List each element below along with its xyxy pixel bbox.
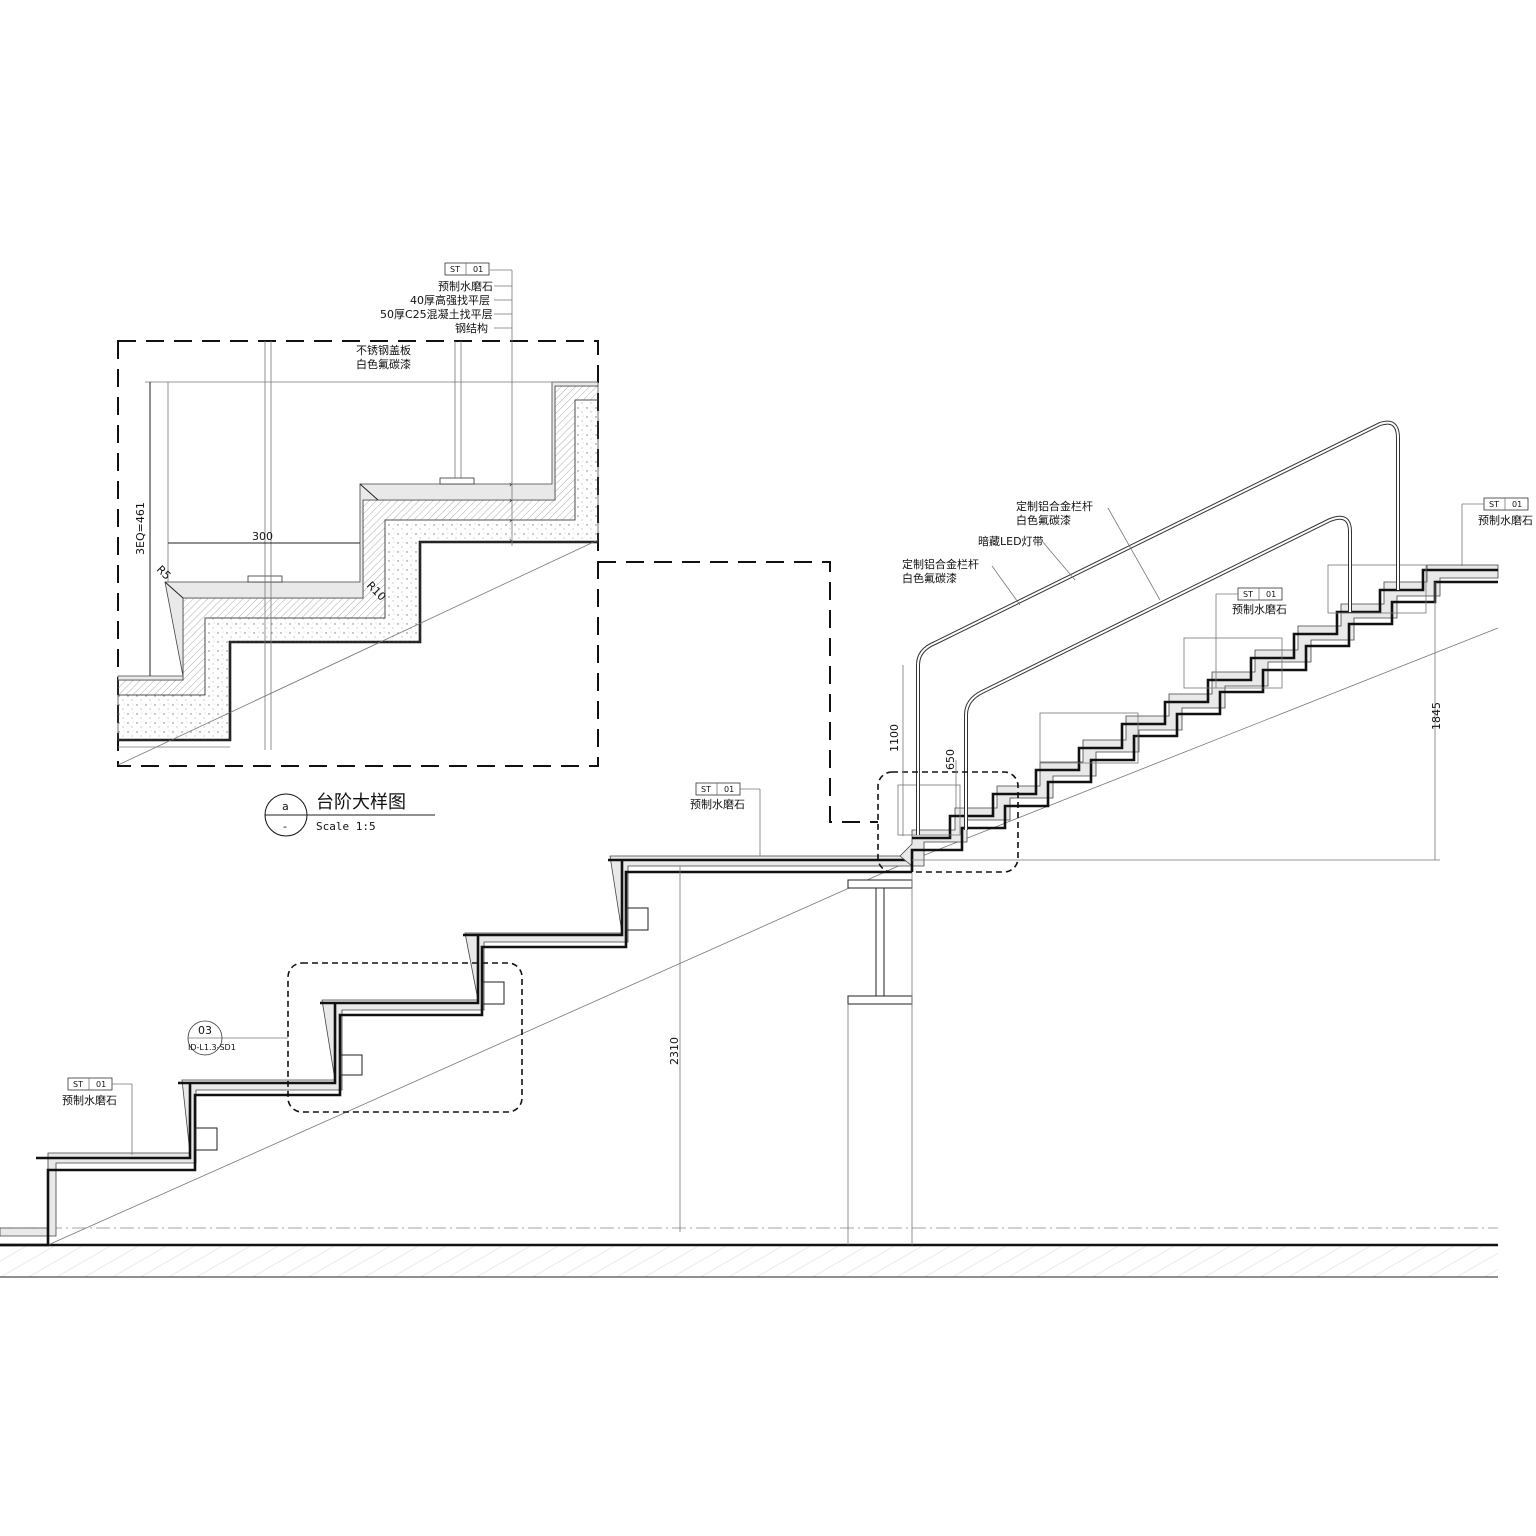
left-tag-code: ST (73, 1080, 83, 1089)
ground-hatch (0, 1245, 1498, 1277)
lower-flight-structure (0, 870, 912, 1247)
lower-riser-bracket-2 (339, 1054, 363, 1076)
ref-number: 03 (198, 1024, 212, 1037)
stair-section: 03 ID-L1.3-SD1 2310 1100 650 (0, 420, 1533, 1278)
landing-detail-callout (877, 771, 1019, 873)
landing-label: 预制水磨石 (690, 798, 745, 811)
detail-radius-small: R5 (154, 563, 174, 583)
detail-view: 3EQ=461 300 R5 R10 › › › › ST 01 预制水磨石 4… (117, 262, 599, 837)
lower-riser-bracket-3 (481, 981, 505, 1005)
upper-flight-terrazzo (899, 564, 1499, 867)
detail-title-marker-sheet: - (283, 820, 287, 833)
lower-flight-terrazzo (0, 855, 913, 1237)
steel-i-beam (847, 879, 913, 889)
detail-arrow-mark-4: › (509, 536, 512, 545)
detail-title-marker-letter: a (282, 800, 289, 813)
led-note: 暗藏LED灯带 (978, 534, 1044, 548)
rail-lower-note: 定制铝合金栏杆 (902, 557, 979, 571)
glass-panel-3 (1183, 637, 1283, 689)
rail-lower-finish: 白色氟碳漆 (902, 571, 957, 585)
lower-riser-bracket (194, 1127, 218, 1151)
detail-scale: Scale 1:5 (316, 820, 376, 833)
lower-flight-soffit (47, 859, 913, 1246)
detail-dim-height: 3EQ=461 (134, 502, 147, 555)
upper-tag-number: 01 (1266, 590, 1276, 599)
detail-arrow-mark-2: › (509, 496, 512, 505)
top-right-tag-code: ST (1489, 500, 1499, 509)
lower-riser-bracket-4 (625, 907, 649, 931)
handrail-upper-core (917, 421, 1399, 835)
dim-upper-rise: 1845 (1430, 702, 1443, 730)
detail-cover-plate-2 (439, 477, 475, 485)
detail-layer-concrete: 50厚C25混凝土找平层 (380, 307, 493, 321)
steel-i-beam-flange (847, 995, 913, 1005)
detail-dim-width: 300 (252, 530, 273, 543)
rail-upper-leader (1107, 507, 1161, 601)
lower-flight-finish-line (36, 858, 912, 1160)
glass-panel-2 (1039, 712, 1139, 764)
detail-terrazzo-finish (117, 381, 599, 681)
detail-layer-steel: 钢结构 (455, 321, 488, 335)
upper-tag-code: ST (1243, 590, 1253, 599)
landing-tag-number: 01 (724, 785, 734, 794)
upper-flight-soffit (911, 627, 1499, 861)
dim-rail-low: 650 (944, 749, 957, 770)
detail-material-tag (444, 262, 490, 276)
handrail-lower (964, 515, 1352, 830)
rail-upper-finish: 白色氟碳漆 (1016, 513, 1071, 527)
upper-flight-finish-line (912, 568, 1498, 840)
detail-cover-plate-note: 不锈钢盖板 (356, 343, 411, 357)
rail-lower-leader (991, 565, 1021, 606)
detail-title: 台阶大样图 (316, 792, 406, 813)
detail-arrow-mark: › (509, 480, 512, 489)
detail-arrow-mark-3: › (509, 516, 512, 525)
glass-panel-4 (1327, 564, 1427, 614)
glass-panel-1 (897, 784, 961, 836)
rail-upper-note: 定制铝合金栏杆 (1016, 499, 1093, 513)
detail-layer-leveling: 40厚高强找平层 (410, 293, 490, 307)
upper-label: 预制水磨石 (1232, 603, 1287, 616)
steel-i-beam-web (875, 887, 885, 997)
handrail-lower-core (965, 516, 1351, 830)
top-right-label: 预制水磨石 (1478, 514, 1533, 527)
detail-tag-number: 01 (473, 265, 483, 274)
dim-rail-height: 1100 (888, 724, 901, 752)
detail-connector (598, 561, 878, 823)
lower-detail-callout (287, 962, 523, 1113)
detail-tag-code: ST (450, 265, 460, 274)
dim-lower-rise: 2310 (668, 1037, 681, 1065)
detail-cover-plate-finish: 白色氟碳漆 (356, 357, 411, 371)
left-tag-number: 01 (96, 1080, 106, 1089)
detail-nosing-line (164, 581, 184, 599)
led-leader (1041, 540, 1076, 581)
upper-flight-structure (910, 580, 1498, 872)
left-label: 预制水磨石 (62, 1094, 117, 1107)
detail-frame (117, 340, 599, 767)
detail-nosing-line-2 (359, 483, 379, 501)
landing-tag-code: ST (701, 785, 711, 794)
top-right-tag-number: 01 (1512, 500, 1522, 509)
ref-sheet: ID-L1.3-SD1 (188, 1043, 236, 1052)
detail-layer-terrazzo: 预制水磨石 (438, 280, 493, 293)
